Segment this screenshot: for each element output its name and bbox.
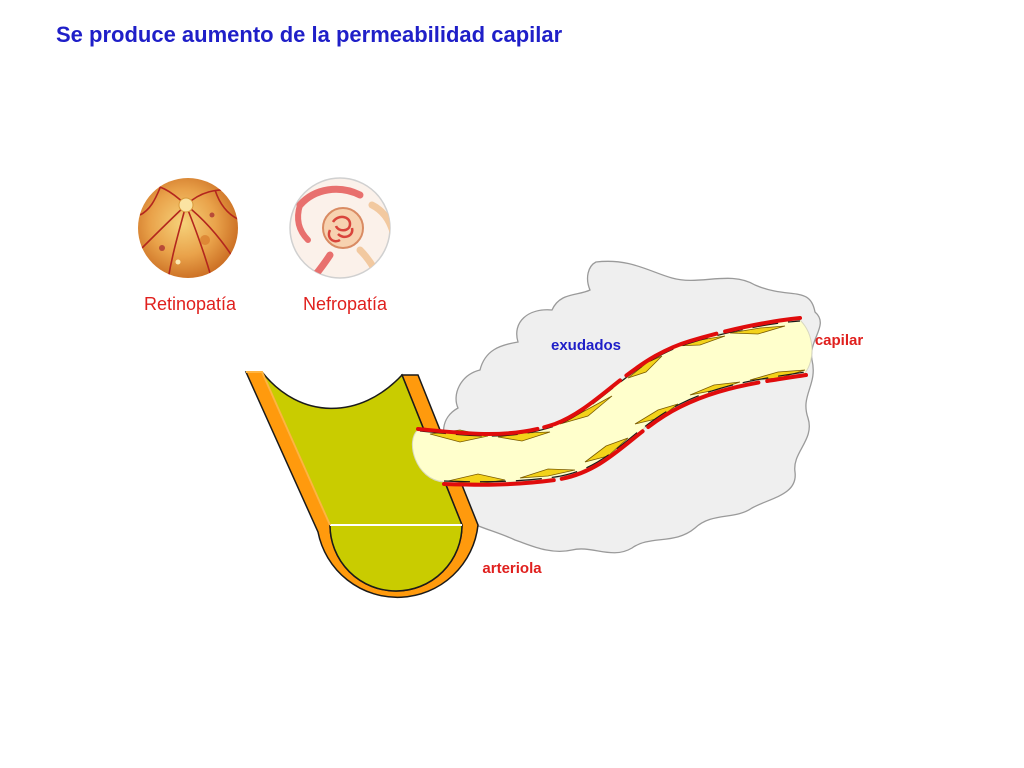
- nefropatia-label: Nefropatía: [303, 294, 388, 314]
- retinopatia-label: Retinopatía: [144, 294, 237, 314]
- arteriola-label: arteriola: [482, 560, 542, 577]
- kidney-glomerulus-image: [289, 177, 391, 279]
- retina-image: [138, 178, 238, 278]
- exudados-label: exudados: [551, 337, 621, 354]
- capilar-label: capilar: [815, 332, 864, 349]
- arteriole: [244, 371, 479, 599]
- capillary: [411, 316, 813, 487]
- page-title: Se produce aumento de la permeabilidad c…: [56, 22, 563, 47]
